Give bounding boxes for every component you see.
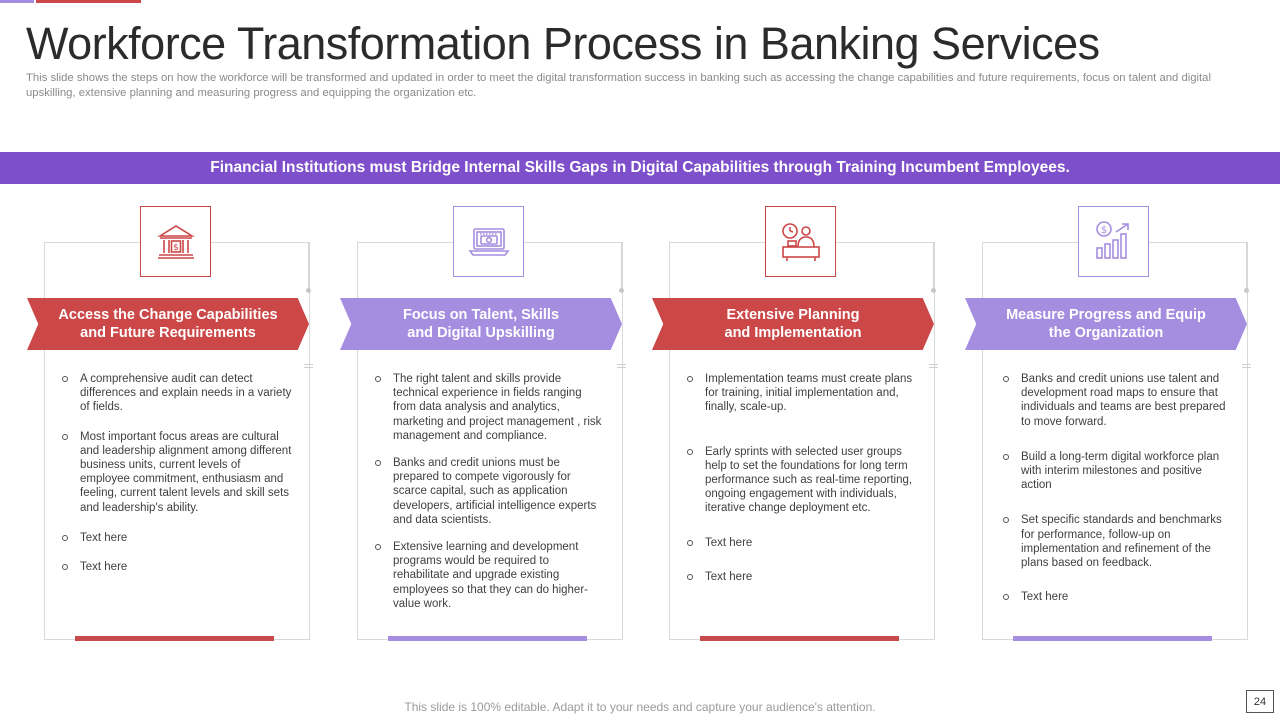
bullet-item: Text here — [62, 560, 292, 574]
step-heading: Measure Progress and Equip the Organizati… — [965, 298, 1247, 350]
step-heading: Access the Change Capabilities and Future… — [27, 298, 309, 350]
connector-dot — [931, 288, 936, 293]
step-heading-line1: Access the Change Capabilities — [58, 307, 278, 323]
connector-line — [308, 242, 309, 288]
bullet-item: Text here — [687, 570, 917, 584]
top-accent-lavender — [0, 0, 34, 3]
bullet-item: Text here — [62, 531, 292, 545]
bottom-accent-bar — [75, 636, 274, 641]
bullet-list: The right talent and skills provide tech… — [375, 372, 605, 611]
page-subtitle: This slide shows the steps on how the wo… — [26, 72, 1211, 99]
svg-text:$: $ — [1100, 225, 1106, 236]
connector-dot — [619, 288, 624, 293]
connector-tick — [929, 367, 938, 368]
icon-box: $ — [140, 206, 211, 277]
connector-line — [1246, 242, 1247, 288]
footer-note: This slide is 100% editable. Adapt it to… — [404, 700, 876, 714]
bullet-list: Banks and credit unions use talent and d… — [1003, 372, 1229, 604]
bullet-item: The right talent and skills provide tech… — [375, 372, 605, 443]
connector-tick — [929, 364, 938, 365]
bullet-item: Build a long-term digital workforce plan… — [1003, 450, 1229, 493]
connector-tick — [304, 367, 313, 368]
bullet-item: Extensive learning and development progr… — [375, 540, 605, 611]
connector-tick — [304, 364, 313, 365]
bullet-item: Text here — [687, 536, 917, 550]
step-heading-line2: and Digital Upskilling — [407, 325, 555, 341]
top-accent-red — [36, 0, 141, 3]
svg-text:$: $ — [173, 243, 179, 253]
page-title: Workforce Transformation Process in Bank… — [26, 18, 1100, 69]
bullet-item: A comprehensive audit can detect differe… — [62, 372, 292, 415]
bottom-accent-bar — [700, 636, 899, 641]
step-heading-line2: and Future Requirements — [80, 325, 256, 341]
banner: Financial Institutions must Bridge Inter… — [0, 152, 1280, 184]
icon-box: $ — [1078, 206, 1149, 277]
bullet-list: A comprehensive audit can detect differe… — [62, 372, 292, 574]
connector-tick — [1242, 367, 1251, 368]
laptop-payment-icon — [467, 227, 510, 256]
bullet-item: Text here — [1003, 590, 1229, 604]
step-heading-line2: and Implementation — [724, 325, 862, 341]
bullet-list: Implementation teams must create plans f… — [687, 372, 917, 584]
connector-tick — [617, 364, 626, 365]
bottom-accent-bar — [1013, 636, 1212, 641]
page-number: 24 — [1246, 690, 1274, 713]
connector-line — [621, 242, 622, 288]
step-card-3: Extensive Planning and Implementation Imp… — [652, 206, 950, 642]
bullet-item: Early sprints with selected user groups … — [687, 445, 917, 516]
connector-tick — [617, 367, 626, 368]
dollar-growth-chart-icon: $ — [1095, 220, 1129, 259]
bullet-item: Banks and credit unions use talent and d… — [1003, 372, 1229, 429]
connector-dot — [1244, 288, 1249, 293]
icon-box — [765, 206, 836, 277]
step-card-4: $ Measure Progress and Equip the Organiza… — [965, 206, 1263, 642]
connector-tick — [1242, 364, 1251, 365]
step-card-2: Focus on Talent, Skills and Digital Upski… — [340, 206, 638, 642]
bottom-accent-bar — [388, 636, 587, 641]
bullet-item: Most important focus areas are cultural … — [62, 430, 292, 515]
bullet-item: Banks and credit unions must be prepared… — [375, 456, 605, 527]
step-heading-line2: the Organization — [1048, 325, 1164, 341]
step-heading: Focus on Talent, Skills and Digital Upski… — [340, 298, 622, 350]
step-heading: Extensive Planning and Implementation — [652, 298, 934, 350]
clock-worker-icon — [781, 222, 820, 261]
bullet-item: Set specific standards and benchmarks fo… — [1003, 513, 1229, 570]
connector-dot — [306, 288, 311, 293]
icon-box — [453, 206, 524, 277]
step-heading-line1: Extensive Planning — [726, 307, 860, 323]
step-card-1: $ Access the Change Capabilities and Futu… — [27, 206, 325, 642]
connector-line — [933, 242, 934, 288]
bullet-item: Implementation teams must create plans f… — [687, 372, 917, 415]
step-heading-line1: Measure Progress and Equip — [1006, 307, 1206, 323]
bank-icon: $ — [156, 224, 195, 259]
step-heading-line1: Focus on Talent, Skills — [402, 307, 560, 323]
